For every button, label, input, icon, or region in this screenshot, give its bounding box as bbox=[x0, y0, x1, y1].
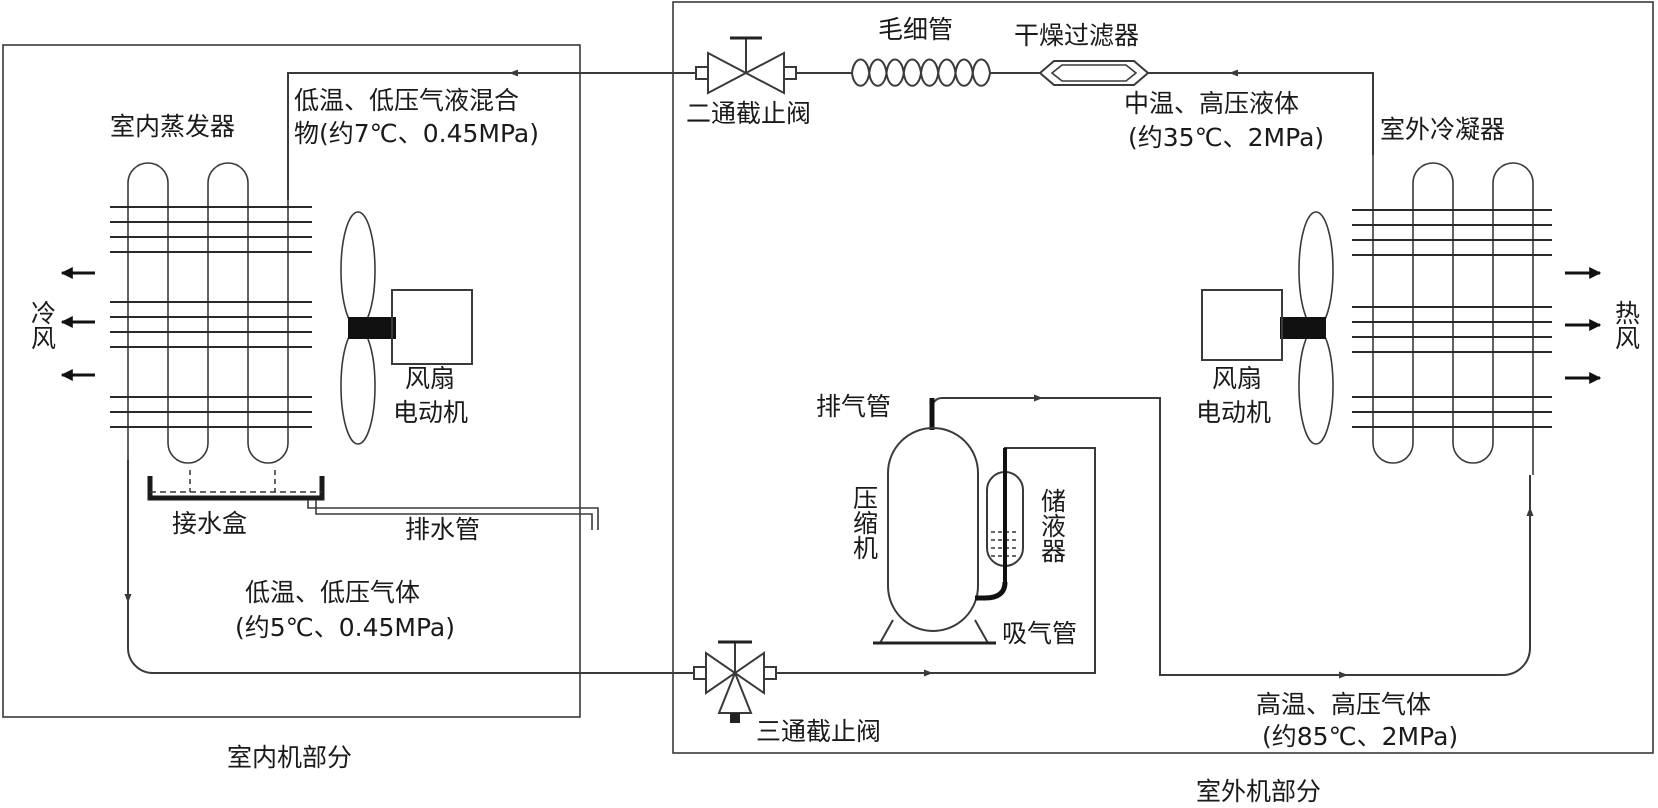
drip-tray-label: 接水盒 bbox=[172, 509, 247, 538]
filter-drier-label: 干燥过滤器 bbox=[1014, 21, 1139, 50]
drain-pipe-label: 排水管 bbox=[405, 515, 480, 544]
outdoor-fan-motor-label-line2: 电动机 bbox=[1196, 398, 1271, 427]
capillary-coil-lower bbox=[851, 72, 991, 87]
indoor-unit-boundary bbox=[2, 44, 581, 718]
hot-air-arrows bbox=[1565, 267, 1602, 384]
liquid-state-line2: (约35℃、2MPa) bbox=[1128, 123, 1324, 152]
gas-state-line1: 高温、高压气体 bbox=[1256, 690, 1431, 719]
capillary-coil bbox=[851, 58, 991, 74]
compressor-label: 压缩机 bbox=[850, 485, 879, 560]
gas-state-line2: (约85℃、2MPa) bbox=[1262, 722, 1458, 751]
outdoor-fan bbox=[1201, 211, 1334, 445]
outdoor-unit-boundary bbox=[672, 1, 1654, 754]
filter-drier bbox=[1038, 60, 1150, 86]
indoor-inlet-state-line2: 物(约7℃、0.45MPa) bbox=[294, 119, 539, 148]
capillary-label: 毛细管 bbox=[878, 15, 953, 44]
outdoor-condenser bbox=[1352, 155, 1552, 475]
hot-air-label: 热风 bbox=[1612, 300, 1641, 350]
two-way-valve-label: 二通截止阀 bbox=[686, 99, 811, 128]
accumulator bbox=[975, 448, 1024, 601]
liquid-state-line1: 中温、高压液体 bbox=[1124, 89, 1299, 118]
indoor-fan-motor-label-line1: 风扇 bbox=[405, 364, 455, 393]
indoor-outlet-state-line1: 低温、低压气体 bbox=[245, 578, 420, 607]
outdoor-section-label: 室外机部分 bbox=[1196, 777, 1321, 806]
condenser-label: 室外冷凝器 bbox=[1380, 115, 1505, 144]
drip-tray bbox=[147, 470, 325, 501]
suction-pipe-label: 吸气管 bbox=[1002, 619, 1077, 648]
discharge-pipe-label: 排气管 bbox=[816, 392, 891, 421]
drain-pipe bbox=[307, 500, 599, 530]
cold-air-label: 冷风 bbox=[28, 300, 57, 350]
outdoor-fan-motor-label-line1: 风扇 bbox=[1212, 364, 1262, 393]
indoor-section-label: 室内机部分 bbox=[227, 743, 352, 772]
outdoor-fan-motor bbox=[1201, 289, 1283, 361]
accumulator-label: 储液器 bbox=[1038, 488, 1067, 563]
evaporator-label: 室内蒸发器 bbox=[110, 112, 235, 141]
compressor bbox=[873, 398, 996, 645]
indoor-evaporator bbox=[110, 162, 312, 464]
liquid-line bbox=[287, 72, 1374, 200]
cold-air-arrows bbox=[60, 267, 95, 381]
three-way-valve bbox=[693, 640, 777, 723]
two-way-valve bbox=[695, 36, 797, 95]
indoor-inlet-state-line1: 低温、低压气液混合 bbox=[294, 86, 519, 115]
indoor-fan-motor bbox=[391, 289, 473, 365]
capillary-tube bbox=[851, 58, 991, 87]
indoor-fan bbox=[340, 211, 473, 445]
indoor-outlet-state-line2: (约5℃、0.45MPa) bbox=[235, 613, 455, 642]
indoor-fan-motor-label-line2: 电动机 bbox=[393, 398, 468, 427]
three-way-valve-label: 三通截止阀 bbox=[756, 717, 881, 746]
